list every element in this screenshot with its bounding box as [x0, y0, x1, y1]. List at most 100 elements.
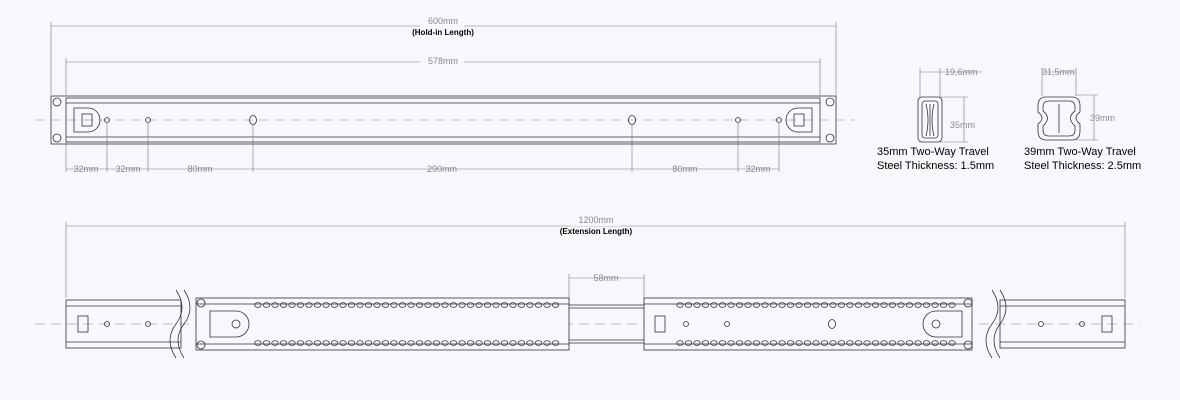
ball-bearing — [871, 340, 880, 346]
ball-bearing — [795, 302, 803, 308]
ball-bearing — [752, 302, 761, 308]
ball-bearing — [863, 302, 871, 308]
bracket-right-slot — [793, 113, 805, 127]
ball-bearing — [449, 340, 458, 346]
mount-hole-tr — [825, 97, 835, 107]
ball-bearing — [871, 302, 880, 308]
ball-bearing — [676, 302, 684, 308]
extended-view: 1200mm (Extension Length) 58mm — [35, 214, 1140, 359]
ball-bearing — [381, 302, 390, 308]
sec39-thickness: Steel Thickness: 2.5mm — [1024, 160, 1141, 172]
ball-bearing — [701, 302, 710, 308]
ball-bearing — [441, 302, 449, 308]
ball-bearing — [466, 340, 475, 346]
ball-bearing — [296, 340, 305, 346]
ball-bearing — [829, 302, 837, 308]
ball-bearing — [415, 302, 424, 308]
ball-bearing — [761, 302, 769, 308]
outer-left-hole-1 — [104, 321, 110, 327]
ball-bearing — [820, 302, 829, 308]
ball-bearing — [922, 340, 931, 346]
dim-600-label: 600mm — [428, 16, 458, 26]
sec35-profile-inner — [921, 100, 939, 139]
ball-bearing — [905, 302, 914, 308]
mount-hole-br — [825, 133, 835, 143]
ball-bearing — [735, 302, 744, 308]
ball-bearing — [744, 302, 752, 308]
break-line-left-1 — [169, 289, 183, 359]
sec35-thickness: Steel Thickness: 1.5mm — [877, 160, 994, 172]
ball-bearing — [458, 302, 466, 308]
ball-bearing — [922, 302, 931, 308]
ball-bearing — [905, 340, 914, 346]
ball-bearing — [820, 340, 829, 346]
ball-bearing — [684, 340, 693, 346]
ball-bearing — [517, 302, 526, 308]
ball-bearing — [727, 302, 735, 308]
ball-bearing — [897, 302, 905, 308]
ball-cage-left — [254, 302, 560, 346]
ball-bearing — [330, 340, 339, 346]
ball-bearing — [534, 302, 543, 308]
ball-bearing — [948, 302, 956, 308]
ball-bearing — [803, 302, 812, 308]
ball-bearing — [407, 340, 415, 346]
dim-b1: 32mm — [73, 164, 98, 174]
ball-bearing — [407, 302, 415, 308]
ball-bearing — [347, 302, 356, 308]
middle-left-hole-b — [196, 340, 206, 350]
middle-member-right — [643, 297, 973, 351]
ball-bearing — [812, 340, 820, 346]
outer-member-left — [65, 299, 182, 349]
ball-bearing — [262, 340, 271, 346]
ball-bearing — [846, 340, 854, 346]
dim-1200-label: 1200mm — [578, 215, 613, 225]
ball-bearing — [718, 340, 727, 346]
ball-bearing — [534, 340, 543, 346]
mount-hole-tl — [52, 97, 62, 107]
sec35-profile-balls — [925, 103, 935, 137]
dim-578-label: 578mm — [428, 56, 458, 66]
ball-bearing — [339, 340, 347, 346]
ball-bearing — [492, 340, 500, 346]
sec39-title: 39mm Two-Way Travel — [1024, 146, 1136, 158]
ball-bearing — [551, 340, 560, 346]
ball-bearing — [718, 302, 727, 308]
sec39-width-label: 31,5mm — [1042, 67, 1075, 77]
ball-bearing — [710, 302, 718, 308]
ball-bearing — [693, 340, 701, 346]
middle-right-hole-b — [963, 340, 973, 350]
ball-bearing — [727, 340, 735, 346]
outer-member-right — [999, 299, 1126, 349]
ball-bearing — [475, 302, 483, 308]
middle-right-bracket-hole — [931, 319, 941, 329]
bracket-left-slot — [81, 113, 93, 127]
ball-bearing — [710, 340, 718, 346]
break-line-left-2 — [177, 289, 191, 359]
ball-bearing — [322, 302, 330, 308]
ball-bearing — [701, 340, 710, 346]
ball-bearing — [500, 340, 509, 346]
middle-right-hole-1 — [683, 321, 689, 327]
hole-4 — [628, 115, 636, 125]
ball-bearing — [829, 340, 837, 346]
ball-bearing — [390, 302, 398, 308]
section-35mm: 19,6mm 35mm 35mm Two-Way Travel Steel Th… — [877, 67, 994, 172]
ball-bearing — [854, 340, 863, 346]
ball-bearing — [356, 340, 364, 346]
ball-bearing — [483, 340, 492, 346]
ball-bearing — [897, 340, 905, 346]
ball-bearing — [381, 340, 390, 346]
dim-58-label: 58mm — [593, 273, 618, 283]
middle-left-bracket — [209, 310, 250, 338]
ball-bearing — [676, 340, 684, 346]
dim-b5: 80mm — [672, 164, 697, 174]
section-39mm: 31,5mm 39mm 39mm Two-Way Travel Steel Th… — [1024, 67, 1141, 172]
ball-bearing — [296, 302, 305, 308]
hole-3 — [249, 115, 257, 125]
ball-bearing — [509, 302, 517, 308]
ball-bearing — [288, 340, 296, 346]
ball-bearing — [449, 302, 458, 308]
ball-bearing — [347, 340, 356, 346]
ball-bearing — [398, 302, 407, 308]
